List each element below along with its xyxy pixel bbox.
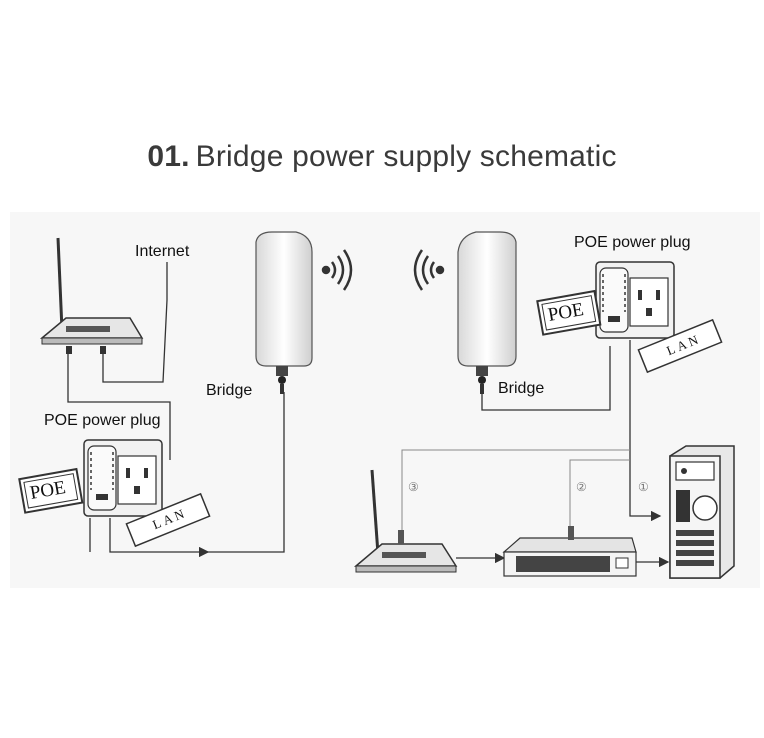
network-switch bbox=[502, 526, 637, 577]
title-text: Bridge power supply schematic bbox=[195, 140, 617, 173]
diagram-title: 01.Bridge power supply schematic bbox=[0, 140, 764, 174]
label-bridge-left: Bridge bbox=[206, 382, 253, 399]
poe-stamp-left bbox=[18, 467, 84, 514]
router-left bbox=[39, 237, 144, 354]
bridge-left-device bbox=[255, 231, 313, 394]
label-internet: Internet bbox=[135, 243, 190, 260]
router-right bbox=[353, 469, 458, 573]
bridge-right-device bbox=[457, 231, 517, 394]
port-number-3: ③ bbox=[408, 480, 419, 494]
wireless-signal-left bbox=[321, 249, 353, 291]
wireless-signal-right bbox=[413, 249, 445, 291]
port-number-1: ① bbox=[638, 480, 649, 494]
lan-tag-left bbox=[125, 492, 211, 548]
poe-plug-right bbox=[595, 261, 675, 339]
label-poe-plug-left: POE power plug bbox=[44, 412, 161, 429]
lan-tag-right bbox=[637, 318, 723, 374]
pc-tower bbox=[669, 445, 735, 579]
port-number-2: ② bbox=[576, 480, 587, 494]
poe-plug-left bbox=[83, 439, 163, 517]
poe-stamp-right bbox=[536, 289, 602, 336]
label-bridge-right: Bridge bbox=[498, 380, 545, 397]
label-poe-plug-right: POE power plug bbox=[574, 234, 691, 251]
title-number: 01. bbox=[147, 140, 190, 173]
